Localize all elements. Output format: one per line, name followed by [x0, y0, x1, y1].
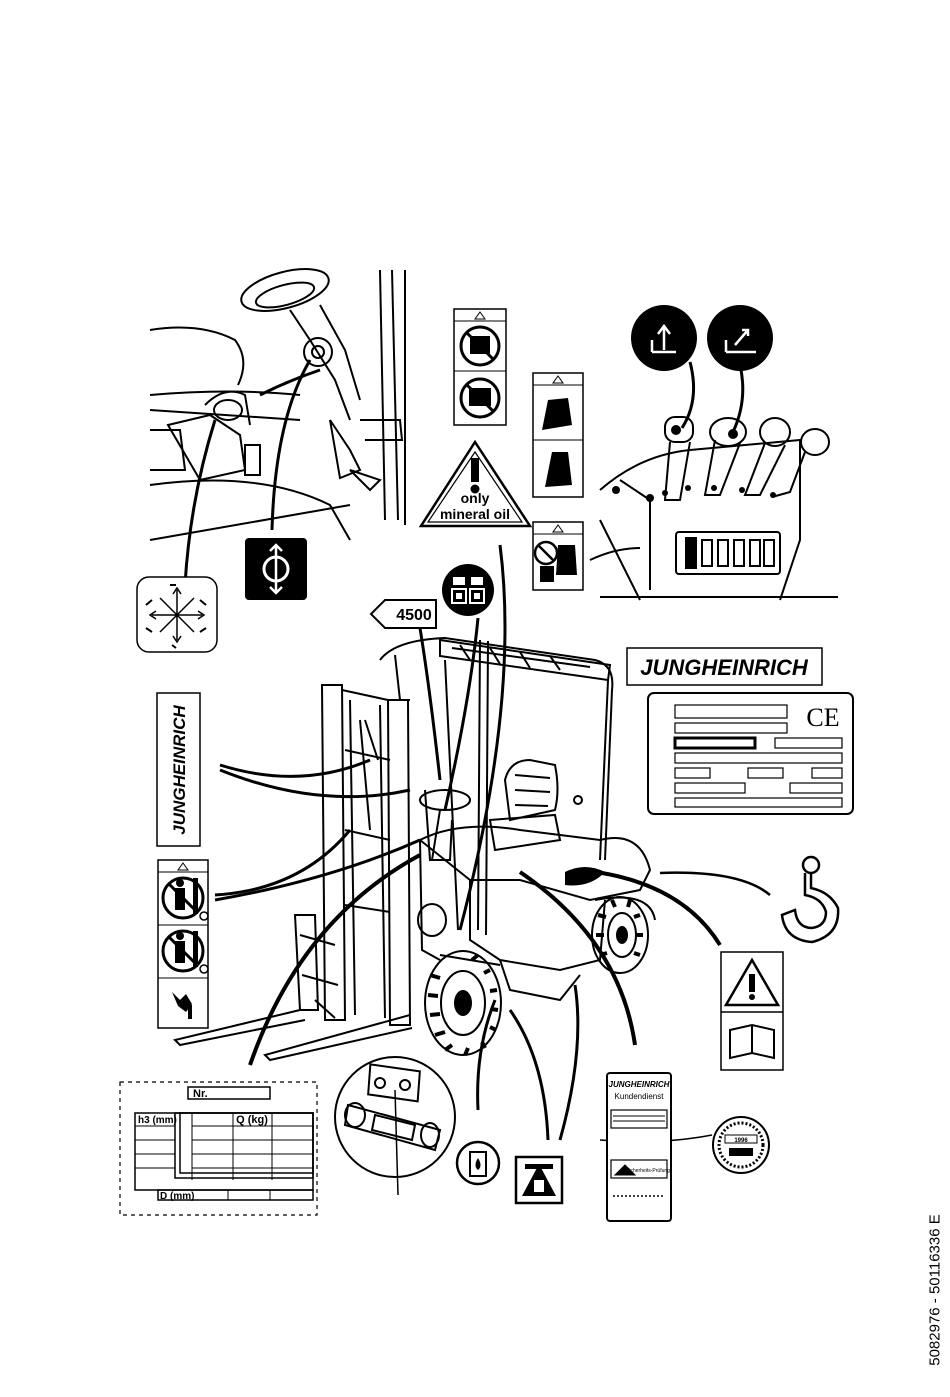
- service-test: Sicherheits-Prüfung: [626, 1168, 670, 1174]
- axle-detail-inset: [335, 1057, 455, 1177]
- load-chart-q: Q (kg): [236, 1114, 268, 1126]
- inspection-seal: [713, 1117, 769, 1173]
- tip-over-decal: [533, 373, 583, 497]
- mast-warning-decal: [158, 860, 208, 1028]
- load-chart-plate: [120, 1082, 317, 1215]
- load-code-tag: 4500: [371, 600, 436, 628]
- mineral-oil-text-line1: only: [461, 490, 490, 506]
- ce-mark: CE: [806, 703, 839, 732]
- service-brand: JUNGHEINRICH: [609, 1080, 670, 1089]
- forklift-truck: [175, 638, 655, 1060]
- hydraulic-oil-icon: [457, 1142, 499, 1184]
- brand-plate-text: JUNGHEINRICH: [640, 655, 809, 680]
- no-riding-decal: [454, 309, 506, 425]
- load-chart-nr: Nr.: [193, 1088, 208, 1100]
- vertical-brand-decal: JUNGHEINRICH: [157, 693, 200, 846]
- no-passenger-decal: [533, 522, 583, 590]
- seat-belt-buckle-icon: [574, 796, 582, 804]
- load-code-text: 4500: [396, 607, 432, 624]
- steering-knob-decal: [245, 538, 307, 600]
- seat-belt-decal: [442, 564, 494, 616]
- load-chart-d: D (mm): [160, 1191, 194, 1202]
- mineral-oil-text-line2: mineral oil: [440, 506, 510, 522]
- read-manual-decal: [721, 952, 783, 1070]
- service-title: Kundendienst: [615, 1092, 665, 1101]
- jack-point-icon: [516, 1157, 562, 1203]
- load-chart-h3: h3 (mm): [138, 1115, 177, 1126]
- hydraulic-levers-inset: [590, 305, 838, 600]
- document-code: 5082976 - 50116336 E: [927, 1214, 944, 1366]
- lifting-hook-icon: [782, 857, 838, 942]
- steering-dashboard-inset: [150, 261, 405, 540]
- joystick-direction-decal: [137, 577, 217, 652]
- inspection-seal-year: 1996: [734, 1138, 748, 1144]
- vertical-brand-text: JUNGHEINRICH: [170, 705, 189, 835]
